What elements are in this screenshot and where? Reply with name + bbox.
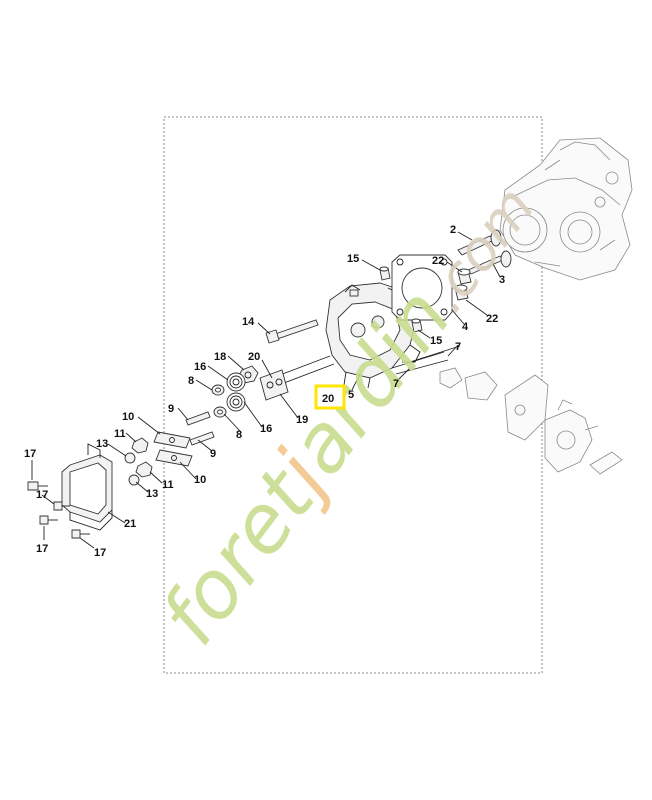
part-label-15-top[interactable]: 15 [347, 253, 359, 265]
part-label-13-bottom[interactable]: 13 [146, 488, 158, 500]
part-label-17-middle[interactable]: 17 [36, 489, 48, 501]
adjusting-nuts [131, 437, 153, 478]
part-label-17-bottom[interactable]: 17 [94, 547, 106, 559]
valves [457, 229, 512, 275]
part-label-7-lower[interactable]: 7 [393, 378, 399, 390]
part-label-19[interactable]: 19 [296, 414, 308, 426]
highlight-box [314, 384, 346, 410]
part-label-22-top[interactable]: 22 [432, 255, 444, 267]
part-label-4[interactable]: 4 [462, 321, 469, 333]
part-label-21[interactable]: 21 [124, 518, 136, 530]
highlighted-part[interactable]: 20 [314, 384, 346, 410]
highlighted-part-label[interactable]: 20 [322, 393, 334, 405]
part-label-14[interactable]: 14 [242, 316, 255, 328]
leader-lines [31, 231, 501, 549]
part-label-15-right[interactable]: 15 [430, 335, 442, 347]
pivot-studs [185, 411, 215, 446]
part-label-9-bottom[interactable]: 9 [210, 448, 216, 460]
watermark-text: foretjardin.com [143, 162, 552, 662]
head-gasket [391, 254, 453, 321]
valve-springs [226, 372, 246, 412]
part-label-13-top[interactable]: 13 [96, 438, 108, 450]
part-label-17-top[interactable]: 17 [24, 448, 36, 460]
cylinder-head [325, 282, 421, 389]
valve-cover [61, 443, 113, 531]
rocker-arms [153, 431, 193, 467]
intake-parts-drawing [439, 367, 623, 475]
part-label-20[interactable]: 20 [248, 351, 260, 363]
part-label-2[interactable]: 2 [450, 224, 456, 236]
part-label-8-top[interactable]: 8 [188, 375, 194, 387]
push-rods [391, 345, 461, 375]
valve-seals [454, 268, 472, 301]
part-label-3[interactable]: 3 [499, 274, 505, 286]
part-label-10-bottom[interactable]: 10 [194, 474, 206, 486]
part-label-10-top[interactable]: 10 [122, 411, 134, 423]
head-bolt [265, 319, 319, 344]
engine-block-drawing [499, 137, 633, 281]
part-label-8-bottom[interactable]: 8 [236, 429, 242, 441]
part-label-17-left[interactable]: 17 [36, 543, 48, 555]
guide-plate [259, 369, 289, 401]
part-label-22-bottom[interactable]: 22 [486, 313, 498, 325]
part-label-7-upper[interactable]: 7 [455, 341, 461, 353]
part-label-16-bottom[interactable]: 16 [260, 423, 272, 435]
part-label-9-top[interactable]: 9 [168, 403, 174, 415]
part-label-18[interactable]: 18 [214, 351, 226, 363]
part-label-16-top[interactable]: 16 [194, 361, 206, 373]
spring-retainers [211, 384, 227, 418]
part-label-11-bottom[interactable]: 11 [162, 479, 174, 491]
part-labels: 2 3 22 22 15 15 4 14 7 7 18 20 5 16 16 8… [24, 224, 505, 559]
part-label-11-top[interactable]: 11 [114, 428, 126, 440]
part-label-5[interactable]: 5 [348, 389, 354, 401]
dowel-pins [379, 266, 423, 333]
